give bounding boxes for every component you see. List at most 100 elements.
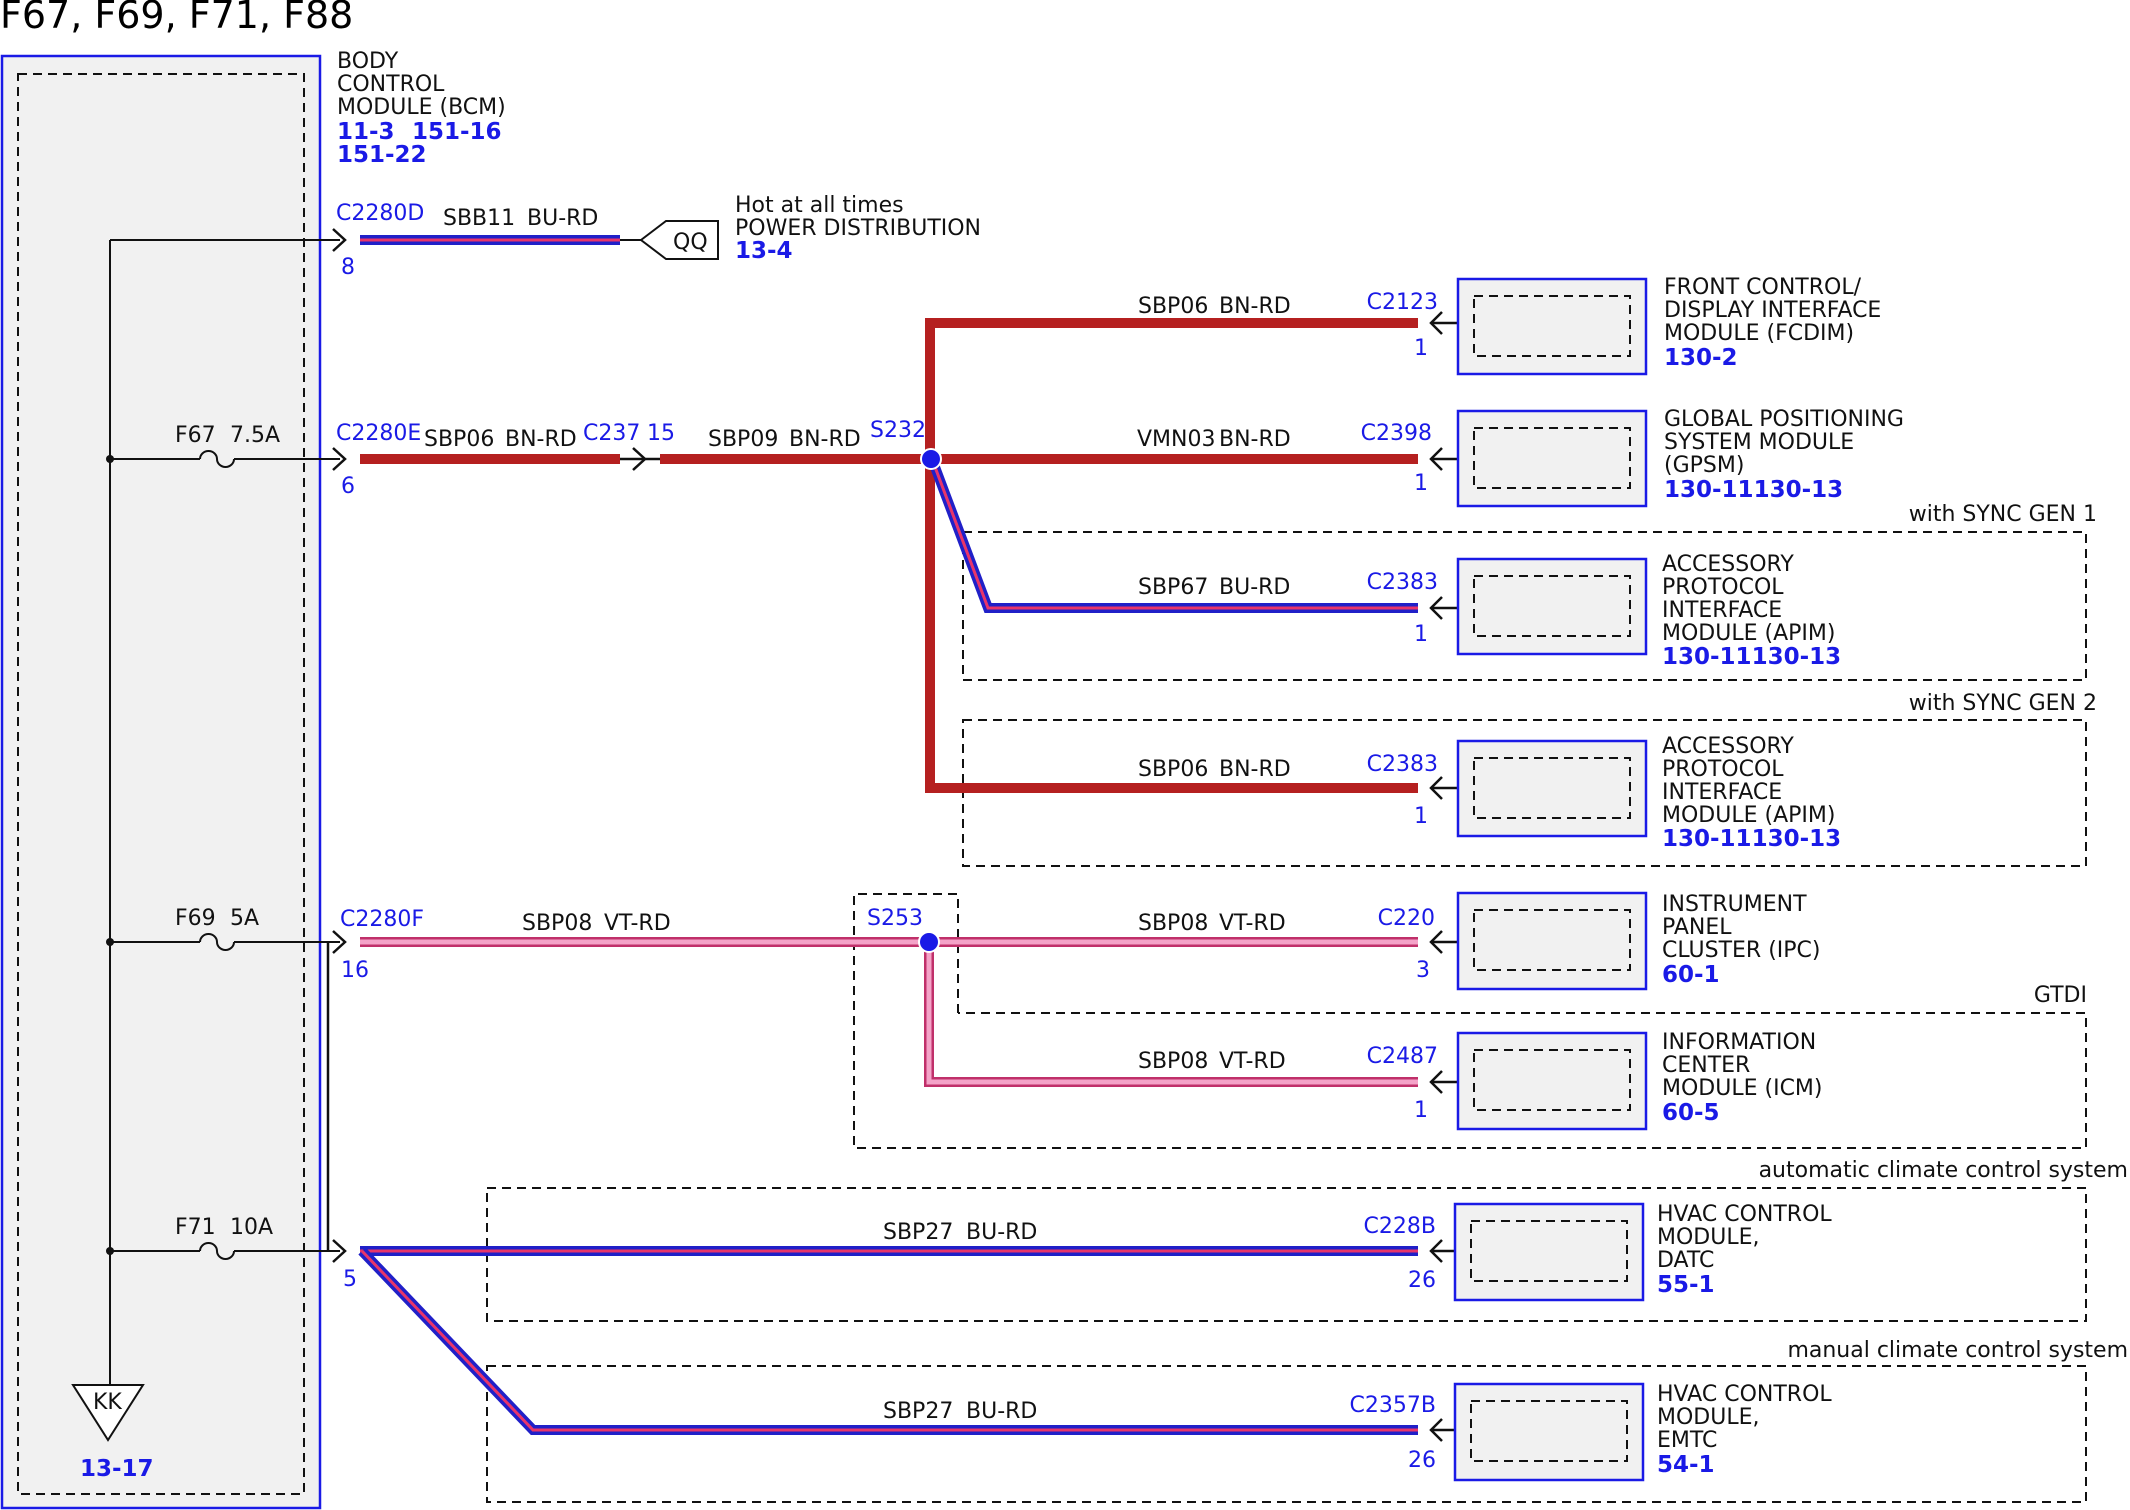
fuse-rating: 10A	[230, 1215, 273, 1240]
svg-text:SBP09: SBP09	[708, 427, 778, 452]
svg-text:INTERFACE: INTERFACE	[1662, 598, 1782, 623]
svg-text:BU-RD: BU-RD	[527, 206, 598, 231]
svg-text:BU-RD: BU-RD	[1219, 575, 1290, 600]
svg-text:C2123: C2123	[1367, 290, 1438, 315]
svg-text:26: 26	[1408, 1448, 1436, 1473]
svg-text:(GPSM): (GPSM)	[1664, 453, 1744, 478]
svg-text:EMTC: EMTC	[1657, 1428, 1717, 1453]
bus-junction	[106, 938, 114, 946]
bcm-connector-pin: 8	[341, 255, 355, 280]
svg-text:INTERFACE: INTERFACE	[1662, 780, 1782, 805]
svg-text:BN-RD: BN-RD	[1219, 427, 1291, 452]
svg-text:DISPLAY INTERFACE: DISPLAY INTERFACE	[1664, 298, 1881, 323]
module-box-fcdim	[1456, 277, 1648, 376]
module-ref: 60-1	[1662, 962, 1720, 988]
svg-text:GLOBAL POSITIONING: GLOBAL POSITIONING	[1664, 407, 1904, 432]
splice-label: S253	[867, 906, 923, 931]
option-label: with SYNC GEN 1	[1909, 502, 2097, 527]
svg-text:VMN03: VMN03	[1137, 427, 1215, 452]
svg-text:SBP08: SBP08	[1138, 1049, 1208, 1074]
svg-text:1: 1	[1414, 622, 1428, 647]
svg-text:PANEL: PANEL	[1662, 915, 1732, 940]
svg-text:C2383: C2383	[1367, 752, 1438, 777]
module-ref: 60-5	[1662, 1100, 1720, 1126]
svg-text:CENTER: CENTER	[1662, 1053, 1750, 1078]
hot-source-tag: QQ	[673, 230, 708, 255]
bus-junction	[106, 455, 114, 463]
svg-text:ACCESSORY: ACCESSORY	[1662, 734, 1794, 759]
wires-vt-rd[interactable]	[360, 937, 1418, 1087]
wire-sbp06-bn-rd-trunk	[925, 318, 1418, 793]
svg-text:C220: C220	[1378, 906, 1435, 931]
bcm-inner-outline	[17, 73, 305, 1495]
bcm-connector-pin: 5	[343, 1267, 357, 1292]
hot-source-ref[interactable]: 13-4	[735, 238, 793, 264]
bcm-internal-bus	[109, 239, 340, 1385]
svg-text:1: 1	[1414, 471, 1428, 496]
bcm-connector-arrows	[326, 228, 660, 1263]
module-ref: 130-11130-13	[1664, 477, 1843, 503]
inline-connector-id: C237	[583, 421, 640, 446]
bcm-ref[interactable]: 151-16	[412, 119, 502, 145]
module-ref: 55-1	[1657, 1272, 1715, 1298]
bcm-ref[interactable]: 11-3	[337, 119, 395, 145]
bcm-connector-id: C2280E	[336, 421, 421, 446]
module-box-icm	[1456, 1031, 1648, 1131]
svg-text:DATC: DATC	[1657, 1248, 1714, 1273]
wires-bn-rd[interactable]	[360, 318, 1418, 793]
svg-text:SBP08: SBP08	[1138, 911, 1208, 936]
svg-text:SBP06: SBP06	[1138, 294, 1208, 319]
splice-s232[interactable]	[920, 448, 942, 470]
svg-text:1: 1	[1414, 1098, 1428, 1123]
ground-label: KK	[93, 1390, 122, 1415]
option-label: GTDI	[2034, 983, 2087, 1008]
svg-text:MODULE,: MODULE,	[1657, 1405, 1760, 1430]
inline-connector-pin: 15	[647, 421, 675, 446]
bus-junction	[106, 1247, 114, 1255]
svg-text:C2357B: C2357B	[1350, 1393, 1436, 1418]
module-ref: 54-1	[1657, 1452, 1715, 1478]
module-box-gpsm	[1456, 409, 1648, 508]
svg-text:C2398: C2398	[1361, 421, 1432, 446]
svg-text:SBP27: SBP27	[883, 1399, 953, 1424]
module-connector-labels: C2123 1 C2398 1 C2383 1 C2383 1 C220 3 C…	[1350, 290, 1438, 1473]
module-box-emtc	[1453, 1382, 1645, 1482]
fuse-label: F69	[175, 906, 216, 931]
svg-text:1: 1	[1414, 336, 1428, 361]
svg-text:C2487: C2487	[1367, 1044, 1438, 1069]
bcm-ref[interactable]: 151-22	[337, 142, 427, 168]
bcm-connector-id: C2280D	[336, 201, 424, 226]
hot-source-line1: Hot at all times	[735, 193, 904, 218]
splice-s253[interactable]	[918, 931, 940, 953]
svg-text:PROTOCOL: PROTOCOL	[1662, 757, 1784, 782]
svg-text:MODULE (ICM): MODULE (ICM)	[1662, 1076, 1823, 1101]
svg-text:SBP08: SBP08	[522, 911, 592, 936]
svg-text:SYSTEM MODULE: SYSTEM MODULE	[1664, 430, 1854, 455]
module-box-apim-gen2	[1456, 739, 1648, 838]
svg-text:MODULE (FCDIM): MODULE (FCDIM)	[1664, 321, 1854, 346]
ground-ref[interactable]: 13-17	[80, 1456, 154, 1482]
page-title: F67, F69, F71, F88	[0, 0, 353, 37]
hot-source-tag-icon[interactable]	[639, 220, 719, 260]
module-boxes[interactable]	[1453, 277, 1648, 1482]
module-descriptions: FRONT CONTROL/ DISPLAY INTERFACE MODULE …	[1657, 275, 1904, 1478]
wires-bu-rd[interactable]	[358, 235, 1418, 1435]
bcm-box[interactable]	[0, 54, 322, 1510]
bcm-connector-pin: 6	[341, 474, 355, 499]
svg-text:26: 26	[1408, 1268, 1436, 1293]
svg-text:SBB11: SBB11	[443, 206, 515, 231]
svg-text:MODULE (APIM): MODULE (APIM)	[1662, 621, 1835, 646]
svg-text:HVAC CONTROL: HVAC CONTROL	[1657, 1382, 1832, 1407]
module-ref: 130-2	[1664, 345, 1738, 371]
svg-text:BU-RD: BU-RD	[966, 1399, 1037, 1424]
svg-text:BU-RD: BU-RD	[966, 1220, 1037, 1245]
svg-text:1: 1	[1414, 804, 1428, 829]
svg-text:BN-RD: BN-RD	[789, 427, 861, 452]
wire-labels: SBB11 BU-RD SBP06 BN-RD SBP09 BN-RD SBP0…	[424, 206, 1291, 1424]
bcm-connector-pin: 16	[341, 958, 369, 983]
bcm-name-line: MODULE (BCM)	[337, 95, 506, 120]
svg-text:BN-RD: BN-RD	[505, 427, 577, 452]
fuse-label: F67	[175, 423, 216, 448]
splice-label: S232	[870, 418, 926, 443]
